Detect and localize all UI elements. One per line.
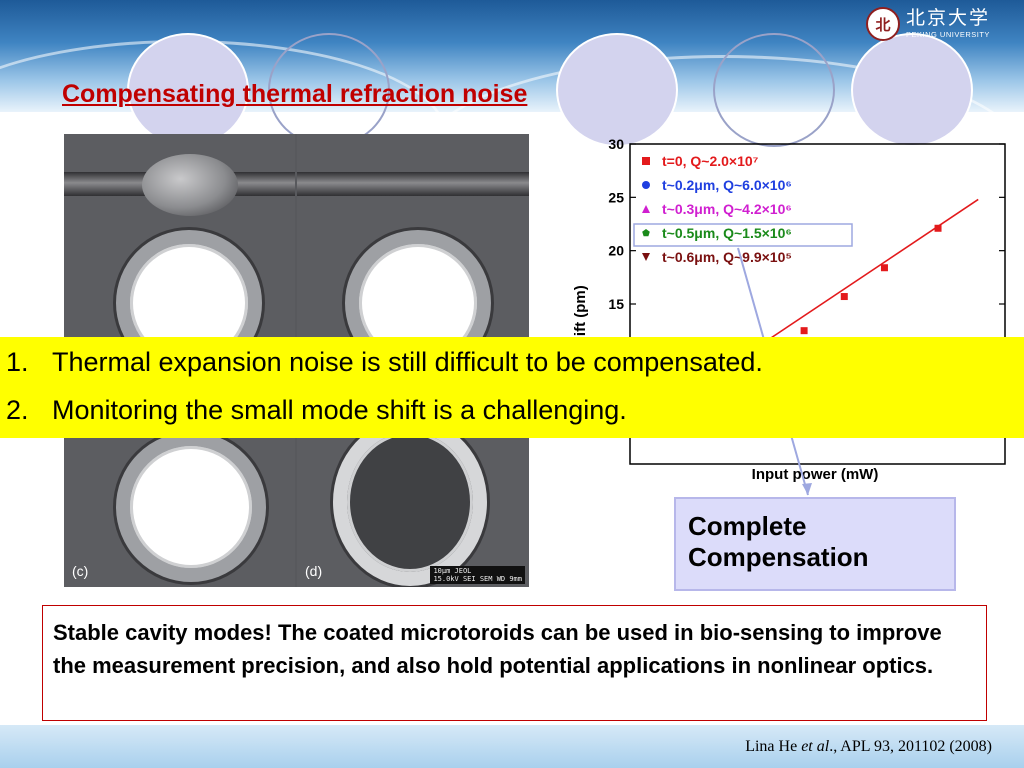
list-text: Thermal expansion noise is still difficu…	[52, 347, 763, 377]
panel-label: (d)	[305, 563, 323, 579]
data-point	[800, 327, 808, 335]
scale-detector: SEM	[479, 575, 493, 583]
logo-name-en: PEKING UNIVERSITY	[906, 30, 990, 40]
decorative-circle	[713, 33, 835, 147]
fiber-bulb	[142, 154, 238, 216]
panel-label: (c)	[72, 563, 89, 579]
scale-make: JEOL	[454, 567, 472, 575]
data-point	[642, 205, 650, 213]
legend-entry: t~0.2μm, Q~6.0×10⁶	[662, 177, 792, 193]
legend-entry: t~0.5μm, Q~1.5×10⁶	[662, 225, 792, 241]
y-tick-label: 15	[608, 296, 624, 312]
list-number: 2.	[6, 395, 29, 425]
data-point	[840, 293, 848, 301]
legend-entry: t~0.3μm, Q~4.2×10⁶	[662, 201, 792, 217]
university-logo: 北 北京大学 PEKING UNIVERSITY	[866, 4, 1016, 44]
data-point	[642, 181, 650, 189]
citation-author: Lina He	[745, 738, 802, 755]
x-axis-label: Input power (mW)	[752, 466, 879, 483]
list-item: 2. Monitoring the small mode shift is a c…	[6, 395, 627, 426]
logo-names: 北京大学 PEKING UNIVERSITY	[906, 9, 990, 39]
data-point	[642, 229, 650, 237]
list-number: 1.	[6, 347, 29, 377]
data-point	[880, 264, 888, 272]
citation-etal: et al	[801, 738, 830, 755]
scale-settings: 15.0kV SEI	[433, 575, 476, 583]
peking-university-seal-icon: 北	[866, 7, 900, 41]
sem-panel-a	[64, 134, 295, 360]
citation-rest: ., APL 93, 201102 (2008)	[829, 738, 992, 755]
data-point	[934, 224, 942, 232]
callout-line-1: Complete	[688, 511, 807, 541]
scale-wd: WD 9mm	[496, 575, 522, 583]
summary-note: Stable cavity modes! The coated microtor…	[42, 605, 987, 721]
y-tick-label: 25	[608, 189, 624, 205]
footer-band	[0, 725, 1024, 768]
data-point	[642, 157, 650, 165]
sem-scale-bar: 10μm JEOL 15.0kV SEI SEM WD 9mm	[430, 566, 525, 584]
scale-length: 10μm	[433, 567, 451, 575]
y-tick-label: 30	[608, 136, 624, 152]
decorative-circle	[851, 33, 973, 147]
callout-line-2: Compensation	[688, 541, 869, 572]
slide-title: Compensating thermal refraction noise	[62, 80, 528, 108]
legend-entry: t=0, Q~2.0×10⁷	[662, 153, 759, 169]
y-tick-label: 20	[608, 243, 624, 259]
decorative-circle	[556, 33, 678, 147]
highlight-band: 1. Thermal expansion noise is still diffi…	[0, 337, 1024, 438]
list-item: 1. Thermal expansion noise is still diffi…	[6, 347, 763, 378]
legend-highlight-box	[633, 223, 853, 247]
legend-entry: t~0.6μm, Q~9.9×10⁵	[662, 249, 792, 265]
data-point	[642, 253, 650, 261]
logo-name-cn: 北京大学	[906, 7, 991, 30]
callout-box: Complete Compensation	[674, 497, 956, 591]
list-text: Monitoring the small mode shift is a cha…	[52, 395, 627, 425]
tapered-fiber	[297, 172, 529, 196]
citation: Lina He et al., APL 93, 201102 (2008)	[745, 738, 992, 756]
